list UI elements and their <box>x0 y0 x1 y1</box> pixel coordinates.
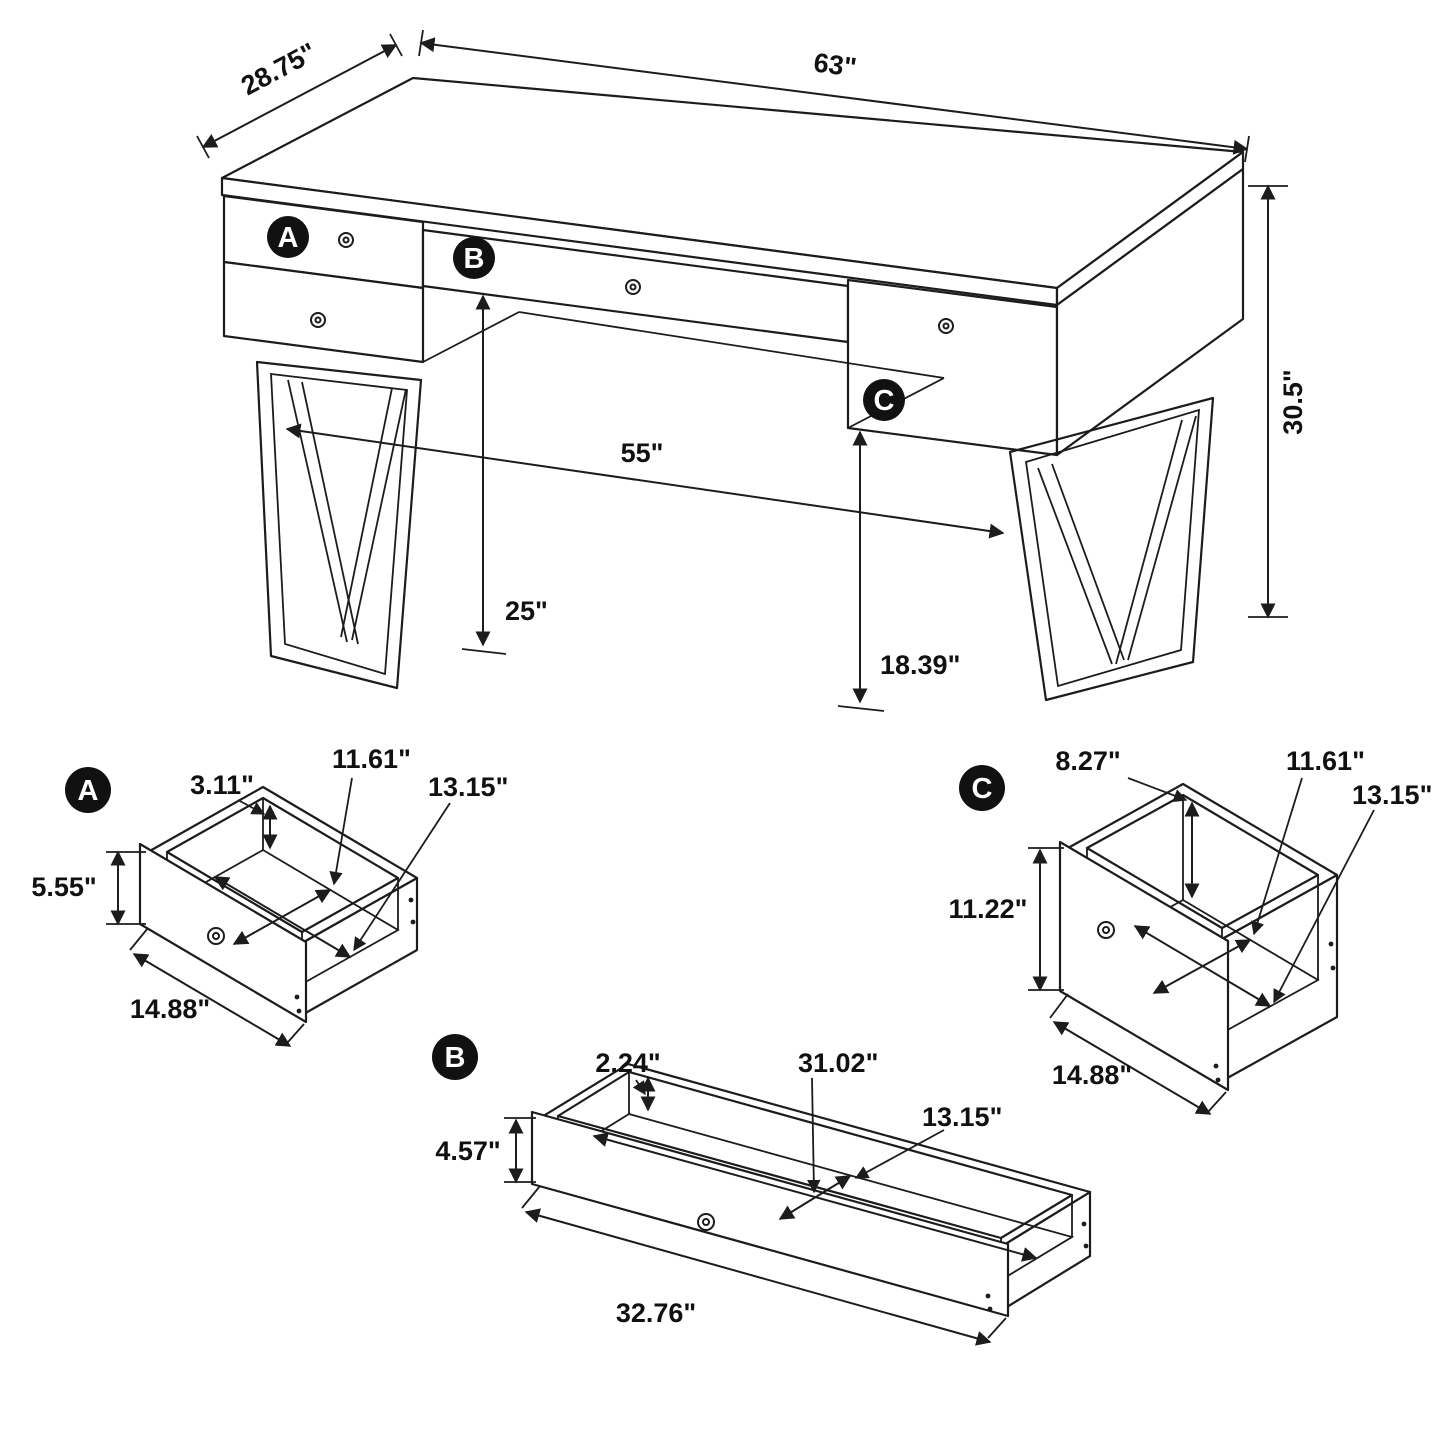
drawer-b-badge: B <box>432 1034 478 1080</box>
drawer-a-front-height: 5.55" <box>31 872 96 902</box>
drawer-a-detail: A 3.11" <box>31 744 508 1047</box>
drawer-a-dimensions: 3.11" 11.61" 13.15" 5.55" 14.88" <box>31 744 508 1047</box>
drawer-a-badge: A <box>65 767 111 813</box>
drawer-a-interior-height: 3.11" <box>190 770 254 800</box>
drawer-b-front-height: 4.57" <box>435 1136 500 1166</box>
drawer-knobs <box>310 232 954 334</box>
dimension-overall-height: 30.5" <box>1248 184 1308 619</box>
drawer-a-label: A <box>78 775 99 807</box>
drawer-a-interior-width: 13.15" <box>428 772 508 802</box>
drawer-c-screw-dots <box>1213 941 1336 1083</box>
dimension-knee-clearance: 25" <box>461 294 548 655</box>
main-label-c: C <box>874 385 895 417</box>
dim-knee-clearance-label: 25" <box>505 596 548 626</box>
right-pedestal-side-panel <box>1055 167 1245 457</box>
drawer-c-interior-height: 8.27" <box>1055 746 1120 776</box>
drawer-b-front-width: 32.76" <box>616 1298 696 1328</box>
drawer-b-dimensions: 2.24" 31.02" 13.15" 4.57" 32.76" <box>435 1048 1038 1346</box>
drawer-a-screw-dots <box>294 897 416 1014</box>
drawer-c-detail: C 8.27" 11.61" <box>949 746 1432 1115</box>
drawer-c-interior-depth: 11.61" <box>1286 746 1365 776</box>
drawer-b-interior-height: 2.24" <box>595 1048 660 1078</box>
main-label-a-badge: A <box>267 216 309 258</box>
drawer-a-front-width: 14.88" <box>130 994 210 1024</box>
right-v-leg <box>1008 396 1215 702</box>
main-label-c-badge: C <box>863 379 905 421</box>
drawer-c-badge: C <box>959 765 1005 811</box>
dim-top-width-label: 63" <box>812 47 858 82</box>
drawer-c-front-width: 14.88" <box>1052 1060 1132 1090</box>
dim-right-clearance-label: 18.39" <box>880 650 960 680</box>
drawer-c-label: C <box>972 773 993 805</box>
drawer-c-front-height: 11.22" <box>949 894 1028 924</box>
main-label-b-badge: B <box>453 237 495 279</box>
drawer-b-label: B <box>445 1042 466 1074</box>
main-label-a: A <box>278 222 299 254</box>
drawer-b-interior-depth: 13.15" <box>922 1102 1002 1132</box>
drawer-a-interior-depth: 11.61" <box>332 744 411 774</box>
main-label-b: B <box>464 243 485 275</box>
drawer-c-dimensions: 8.27" 11.61" 13.15" 11.22" 14.88" <box>949 746 1432 1115</box>
dimension-top-width: 63" <box>418 29 1250 163</box>
left-v-leg <box>255 360 423 690</box>
drawer-b-detail: B 2.24" 31.02" <box>432 1034 1092 1346</box>
dim-overall-height-label: 30.5" <box>1278 369 1308 434</box>
main-desk-view: A B C 28.75" 63" 30.5" <box>196 29 1308 712</box>
drawer-c-interior-width: 13.15" <box>1352 780 1432 810</box>
dimension-leg-span: 55" <box>285 423 1005 539</box>
drawer-b-interior-width: 31.02" <box>798 1048 878 1078</box>
dimension-right-clearance: 18.39" <box>837 430 960 712</box>
dim-leg-span-label: 55" <box>621 438 664 468</box>
